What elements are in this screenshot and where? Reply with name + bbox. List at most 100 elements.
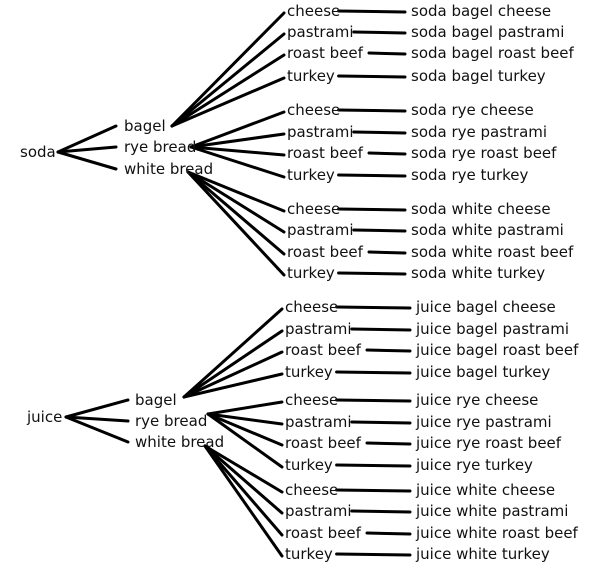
filling-node-label: turkey [285,545,333,563]
root-node-label: juice [27,408,63,426]
outcome-label: juice rye cheese [416,391,539,409]
filling-node-label: turkey [287,166,335,184]
bread-to-filling-line [203,444,284,515]
root-to-bread-line [56,145,118,154]
filling-node-label: roast beef [285,341,361,359]
outcome-label: soda white roast beef [411,243,574,261]
bread-to-filling-line [186,170,286,277]
bread-node-label: white bread [135,433,225,451]
bread-node-label: rye bread [135,412,208,430]
filling-to-outcome-line [367,51,407,56]
outcome-label: soda white turkey [411,264,546,282]
bread-to-filling-line [206,412,284,469]
outcome-label: juice white cheese [416,481,556,499]
filling-node-label: cheese [287,101,341,119]
bread-to-filling-line [206,412,284,426]
outcome-label: soda rye pastrami [411,123,548,141]
filling-node-label: turkey [285,456,333,474]
filling-to-outcome-line [337,108,407,113]
bread-to-filling-line [170,53,286,128]
filling-to-outcome-line [335,370,412,375]
outcome-label: soda bagel turkey [411,67,546,85]
filling-to-outcome-line [335,463,412,468]
filling-node-label: roast beef [287,243,363,261]
bread-to-filling-line [206,400,284,416]
root-to-bread-line [56,124,118,154]
filling-node-label: cheese [285,481,339,499]
filling-to-outcome-line [350,327,412,332]
outcome-label: juice rye pastrami [416,413,552,431]
root-to-bread-line [56,150,118,171]
filling-to-outcome-line [352,130,407,135]
outcome-label: juice white pastrami [416,502,569,520]
outcome-label: soda rye roast beef [411,144,557,162]
bread-to-filling-line [182,307,284,399]
filling-node-label: roast beef [287,144,363,162]
filling-to-outcome-line [352,30,407,35]
bread-to-filling-line [170,32,286,128]
outcome-label: soda white pastrami [411,221,564,239]
root-node-label: soda [20,143,56,161]
filling-to-outcome-line [335,488,412,493]
filling-to-outcome-line [337,271,407,276]
filling-node-label: turkey [287,264,335,282]
bread-to-filling-line [182,329,284,399]
bread-node-label: white bread [124,160,214,178]
bread-to-filling-line [206,412,284,447]
outcome-label: juice white roast beef [416,524,578,542]
bread-to-filling-line [203,444,284,494]
filling-to-outcome-line [367,151,407,156]
root-to-bread-line [64,398,130,419]
root-to-bread-line [64,415,130,423]
filling-to-outcome-line [365,348,412,353]
outcome-label: juice bagel turkey [416,363,551,381]
outcome-label: soda bagel pastrami [411,23,565,41]
filling-to-outcome-line [337,173,407,178]
filling-node-label: turkey [285,363,333,381]
filling-node-label: cheese [287,200,341,218]
bread-to-filling-line [186,170,286,234]
bread-to-filling-line [203,444,284,537]
filling-node-label: pastrami [285,413,352,431]
filling-node-label: pastrami [285,502,352,520]
outcome-label: juice white turkey [416,545,550,563]
filling-node-label: roast beef [287,44,363,62]
filling-node-label: cheese [287,2,341,20]
root-to-bread-line [64,415,130,444]
bread-to-filling-line [189,110,286,149]
filling-to-outcome-line [335,552,412,557]
filling-to-outcome-line [367,250,407,255]
bread-to-filling-line [189,145,286,179]
bread-to-filling-line [186,170,286,213]
outcome-label: soda white cheese [411,200,551,218]
filling-node-label: roast beef [285,434,361,452]
bread-to-filling-line [189,145,286,157]
outcome-label: soda bagel cheese [411,2,552,20]
outcome-label: juice bagel roast beef [416,341,579,359]
outcome-label: juice rye turkey [416,456,533,474]
outcome-label: soda bagel roast beef [411,44,574,62]
filling-to-outcome-line [337,74,407,79]
filling-node-label: cheese [285,391,339,409]
filling-to-outcome-line [337,9,407,14]
filling-to-outcome-line [337,207,407,212]
filling-to-outcome-line [365,441,412,446]
bread-to-filling-line [186,170,286,256]
bread-to-filling-line [189,132,286,149]
bread-to-filling-line [182,372,284,399]
filling-node-label: pastrami [287,221,354,239]
outcome-label: soda rye turkey [411,166,529,184]
bread-to-filling-line [170,11,286,128]
bread-node-label: rye bread [124,138,197,156]
filling-to-outcome-line [365,531,412,536]
outcome-label: juice bagel cheese [416,298,556,316]
bread-node-label: bagel [124,117,166,135]
filling-node-label: pastrami [287,123,354,141]
bread-to-filling-line [170,76,286,128]
bread-to-filling-line [182,350,284,399]
filling-node-label: turkey [287,67,335,85]
bread-node-label: bagel [135,391,177,409]
filling-to-outcome-line [350,509,412,514]
